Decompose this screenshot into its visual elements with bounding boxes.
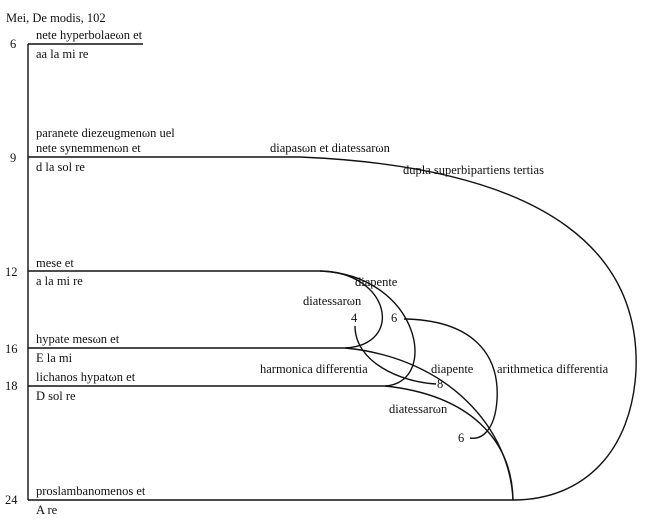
arc-label: diapasωn et diatessarωn <box>270 141 390 155</box>
level-label: A re <box>36 503 58 517</box>
level-number: 24 <box>5 493 18 507</box>
diagram-title: Mei, De modis, 102 <box>6 11 106 25</box>
level-label: a la mi re <box>36 274 83 288</box>
level-label: paranete diezeugmenωn uel <box>36 126 175 140</box>
line-18-diatessaron-lower <box>28 385 514 501</box>
level-label: proslambanomenos et <box>36 484 146 498</box>
level-number: 9 <box>10 151 17 165</box>
difference-number: 8 <box>437 377 444 391</box>
arc-diapason-diatessaron <box>28 156 637 501</box>
level-label: d la sol re <box>36 160 85 174</box>
level-label: mese et <box>36 256 74 270</box>
level-label: nete synemmenωn et <box>36 141 141 155</box>
level-label: nete hyperbolaeωn et <box>36 28 143 42</box>
level-label: E la mi <box>36 351 73 365</box>
arc-arithmetica-differentia <box>403 318 498 439</box>
level-label: lichanos hypatωn et <box>36 370 136 384</box>
level-label: aa la mi re <box>36 47 89 61</box>
arc-label: diapente <box>431 362 474 376</box>
difference-number: 4 <box>351 311 358 325</box>
arc-label: diatessarωn <box>389 402 448 416</box>
arc-12-diapente-upper <box>319 270 416 387</box>
arc-label: arithmetica differentia <box>497 362 609 376</box>
level-label: hypate mesωn et <box>36 332 120 346</box>
level-number: 12 <box>5 265 18 279</box>
arc-label: dupla superbipartiens tertias <box>403 163 544 177</box>
arc-harmonica-differentia <box>354 325 437 385</box>
level-number: 18 <box>5 379 18 393</box>
level-number: 16 <box>5 342 18 356</box>
level-number: 6 <box>10 37 17 51</box>
arc-label: diatessarωn <box>303 294 362 308</box>
difference-number: 6 <box>458 431 465 445</box>
arc-label: diapente <box>355 275 398 289</box>
level-label: D sol re <box>36 389 76 403</box>
difference-number: 6 <box>391 311 398 325</box>
arc-label: harmonica differentia <box>260 362 368 376</box>
